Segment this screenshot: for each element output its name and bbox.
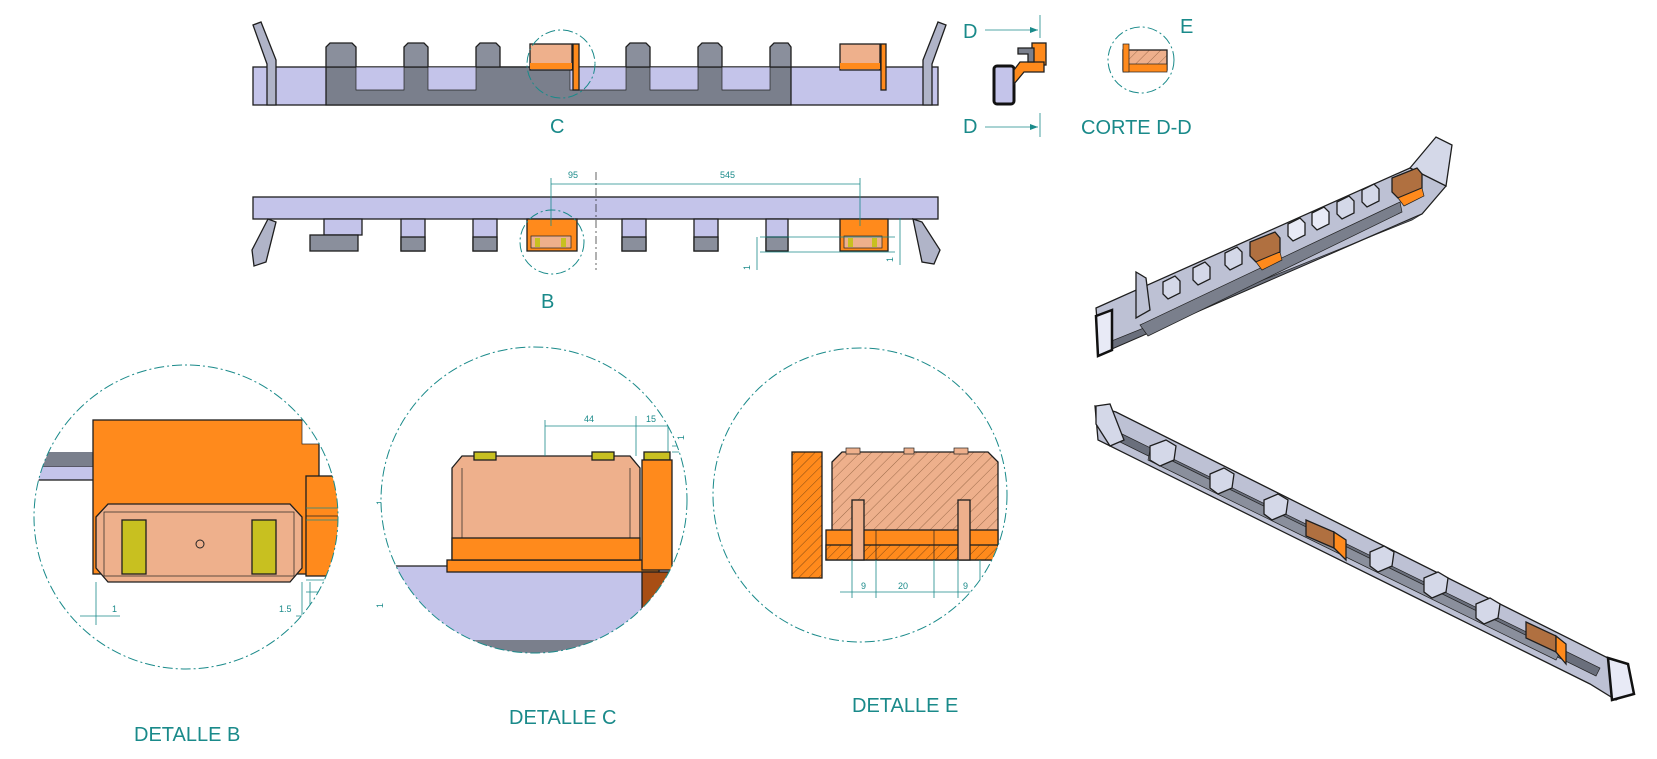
detalle-e-dim-9-left: 9 bbox=[861, 581, 866, 591]
dim-1-left: 1 bbox=[742, 265, 752, 270]
isometric-view-bottom bbox=[1094, 403, 1636, 702]
section-title: CORTE D-D bbox=[1081, 117, 1192, 139]
dim-545: 545 bbox=[720, 170, 735, 180]
detail-c-marker-circle bbox=[526, 29, 596, 99]
section-marker-top: D bbox=[963, 21, 977, 43]
detalle-c-body bbox=[381, 347, 687, 653]
detalle-b-circle bbox=[33, 364, 339, 670]
bottom-view-label: B bbox=[541, 291, 554, 313]
detalle-b-dim-1-top: 1 bbox=[375, 500, 385, 505]
detalle-b-dim-1-left: 1 bbox=[112, 604, 117, 614]
bottom-view bbox=[251, 172, 941, 275]
detalle-c-title: DETALLE C bbox=[509, 707, 616, 729]
side-view bbox=[252, 21, 947, 106]
section-d-d: D D bbox=[963, 15, 1175, 138]
side-view-label: C bbox=[550, 116, 564, 138]
dim-95: 95 bbox=[568, 170, 578, 180]
detalle-e-body bbox=[713, 348, 1007, 642]
dim-1-right: 1 bbox=[885, 257, 895, 262]
detalle-e-circle bbox=[712, 347, 1008, 643]
detalle-e-dim-20: 20 bbox=[898, 581, 908, 591]
detalle-b-body bbox=[34, 365, 338, 669]
detalle-c-circle bbox=[380, 346, 688, 654]
detalle-e-title: DETALLE E bbox=[852, 695, 958, 717]
detalle-c-dim-44: 44 bbox=[584, 414, 594, 424]
detalle-c-dim-15: 15 bbox=[646, 414, 656, 424]
detalle-e-dim-9-right: 9 bbox=[963, 581, 968, 591]
detail-b-marker-circle bbox=[519, 209, 585, 275]
section-marker-bottom: D bbox=[963, 116, 977, 138]
detalle-c-dim-1: 1 bbox=[676, 435, 686, 440]
detalle-b-dim-1-bottom: 1 bbox=[375, 603, 385, 608]
section-detail-marker: E bbox=[1180, 16, 1193, 38]
detail-e-marker-circle bbox=[1107, 26, 1175, 94]
detalle-b-title: DETALLE B bbox=[134, 724, 240, 746]
isometric-view-top bbox=[1094, 136, 1453, 358]
detalle-b-dim-1-5: 1.5 bbox=[279, 604, 292, 614]
